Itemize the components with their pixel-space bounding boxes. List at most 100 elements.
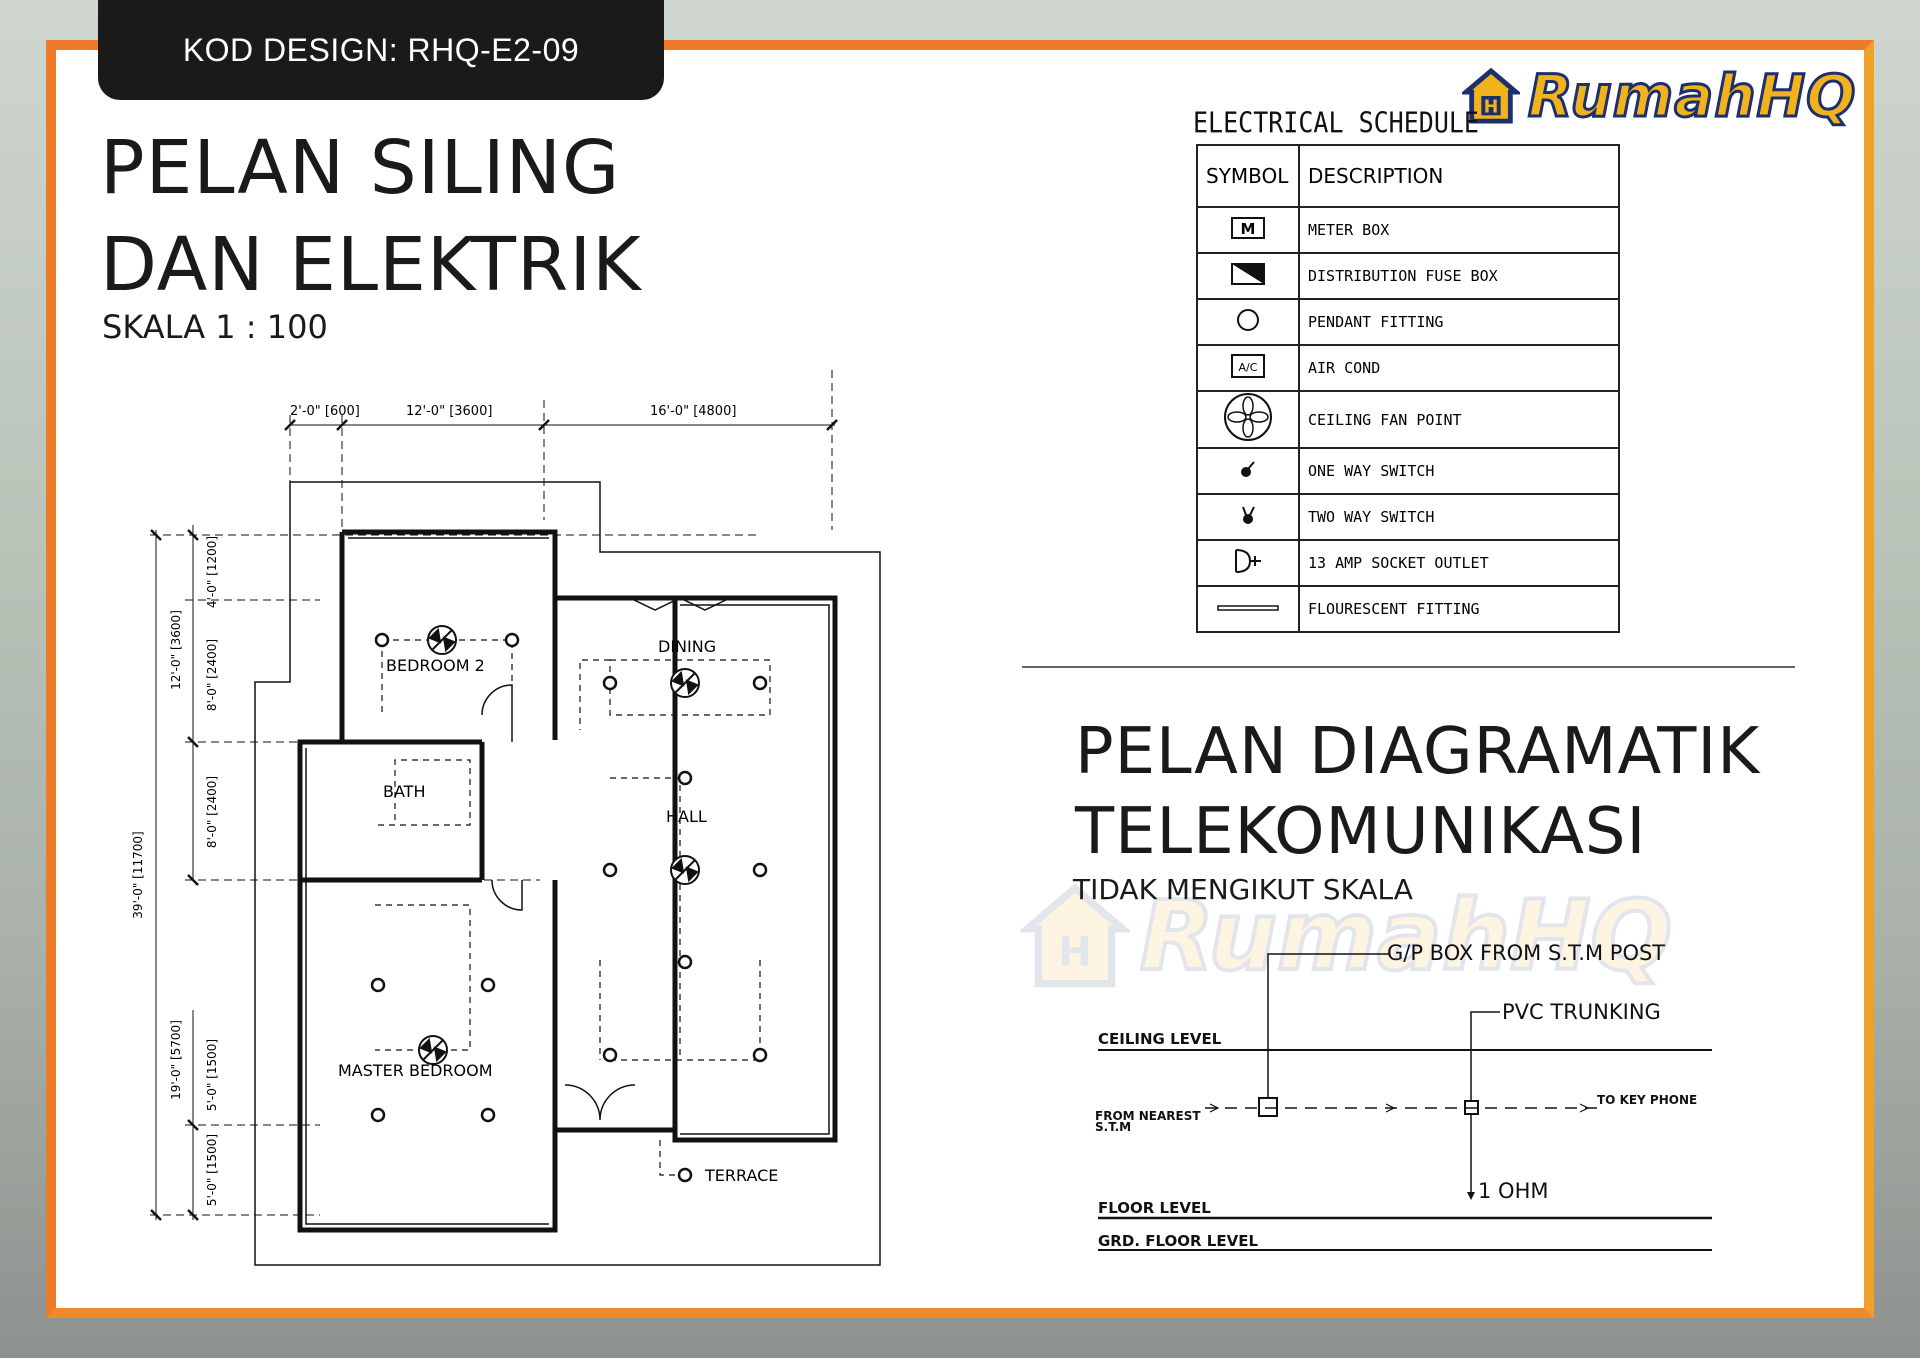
schedule-header-row: SYMBOL DESCRIPTION (1196, 144, 1620, 208)
house-logo-icon: H (1462, 67, 1520, 124)
two-way-switch-icon (1242, 506, 1255, 524)
direction-arrows (1209, 1103, 1590, 1113)
walls (297, 529, 838, 1233)
house-logo-icon: H (1020, 883, 1130, 988)
distribution-fuse-box-icon (1231, 262, 1265, 285)
pendant-fitting (480, 1107, 496, 1123)
pvc-label: PVC TRUNKING (1502, 1000, 1661, 1024)
tele-subtitle: TIDAK MENGIKUT SKALA (1073, 873, 1413, 906)
schedule-desc: DISTRIBUTION FUSE BOX (1298, 252, 1620, 300)
earth-arrow-icon (1467, 1192, 1475, 1200)
dim-left-2: 12'-0" [3600] (169, 610, 183, 690)
dim-left-7: 5'-0" [1500] (205, 1039, 219, 1111)
pendant-fitting (602, 1047, 618, 1063)
logo-watermark-text: RumahHQ (1138, 878, 1674, 994)
meter-box-icon: M (1231, 216, 1265, 239)
fluorescent-fitting-icon (1217, 605, 1279, 611)
room-master-bedroom: MASTER BEDROOM (338, 1061, 493, 1080)
tele-title-line2: TELEKOMUNIKASI (1075, 795, 1647, 869)
pendant-fitting (677, 770, 693, 786)
pendant-fitting (677, 954, 693, 970)
schedule-desc: METER BOX (1298, 206, 1620, 254)
to-key-phone-label: TO KEY PHONE (1597, 1093, 1697, 1107)
dim-left-1: 4'-0" [1200] (205, 536, 219, 608)
pendant-fitting (504, 632, 520, 648)
gp-box-label: G/P BOX FROM S.T.M POST (1387, 941, 1665, 965)
schedule-row: M METER BOX (1196, 206, 1620, 254)
pendant-fitting (370, 977, 386, 993)
schedule-row: TWO WAY SWITCH (1196, 493, 1620, 541)
one-way-switch-icon (1241, 460, 1255, 477)
room-bath: BATH (383, 782, 425, 801)
schedule-row: DISTRIBUTION FUSE BOX (1196, 252, 1620, 300)
plan-title-line1: PELAN SILING (100, 125, 621, 211)
from-nearest-stm-label: S.T.M (1095, 1120, 1131, 1134)
ac-letter: A/C (1239, 361, 1258, 374)
wall-inner-lines (305, 537, 830, 1225)
ceiling-fan (670, 855, 700, 885)
air-cond-icon: A/C (1231, 353, 1265, 378)
meter-letter: M (1241, 220, 1256, 238)
schedule-desc: ONE WAY SWITCH (1298, 447, 1620, 495)
gp-box-leader (1267, 953, 1390, 1098)
socket-outlet-icon (1235, 548, 1261, 573)
schedule-row: PENDANT FITTING (1196, 298, 1620, 346)
pendant-fitting (602, 862, 618, 878)
floor-level-label: FLOOR LEVEL (1098, 1199, 1211, 1217)
dim-left-5: 39'-0" [11700] (131, 831, 145, 918)
dim-top-2: 12'-0" [3600] (406, 404, 492, 419)
description-header: DESCRIPTION (1298, 144, 1620, 208)
top-dimension-lines (284, 370, 838, 660)
ceiling-electrical-plan: 2'-0" [600] 12'-0" [3600] 16'-0" [4800] … (131, 370, 881, 1266)
schedule-title: ELECTRICAL SCHEDULE (1193, 105, 1479, 140)
schedule-row: ONE WAY SWITCH (1196, 447, 1620, 495)
kod-design-label: KOD DESIGN: RHQ-E2-09 (182, 31, 580, 68)
ceiling-fan-icon (1224, 393, 1272, 441)
plan-title-line2: DAN ELEKTRIK (100, 222, 642, 308)
schedule-row: FLOURESCENT FITTING (1196, 585, 1620, 633)
telecom-diagram: G/P BOX FROM S.T.M POST PVC TRUNKING CEI… (1095, 941, 1712, 1251)
schedule-desc: PENDANT FITTING (1298, 298, 1620, 346)
dim-left-6: 19'-0" [5700] (169, 1020, 183, 1100)
room-bedroom2: BEDROOM 2 (386, 656, 485, 675)
logo-watermark: H RumahHQ (1020, 878, 1674, 994)
tele-title-line1: PELAN DIAGRAMATIK (1075, 715, 1761, 789)
pendant-fitting (602, 675, 618, 691)
ceiling-fan (418, 1035, 448, 1065)
ceiling-fan (427, 625, 457, 655)
rumahhq-logo: H RumahHQ (1462, 61, 1857, 132)
pendant-fitting (374, 632, 390, 648)
room-hall: HALL (666, 807, 707, 826)
dim-left-3: 8'-0" [2400] (205, 639, 219, 711)
dim-top-3: 16'-0" [4800] (650, 404, 736, 419)
gp-box-icon (1258, 1097, 1278, 1117)
from-nearest-label: FROM NEAREST (1095, 1109, 1201, 1123)
pendant-fitting (752, 1047, 768, 1063)
room-terrace: TERRACE (704, 1166, 778, 1185)
svg-text:H: H (1484, 97, 1499, 117)
pendant-fitting (752, 675, 768, 691)
plan-scale: SKALA 1 : 100 (102, 308, 328, 346)
ceiling-level-label: CEILING LEVEL (1098, 1030, 1222, 1048)
schedule-row: 13 AMP SOCKET OUTLET (1196, 539, 1620, 587)
one-ohm-label: 1 OHM (1478, 1179, 1548, 1203)
dim-left-4: 8'-0" [2400] (205, 776, 219, 848)
doors (481, 597, 731, 1121)
schedule-desc: AIR COND (1298, 344, 1620, 392)
schedule-row: CEILING FAN POINT (1196, 390, 1620, 449)
section-divider (1022, 666, 1795, 668)
pvc-leader (1470, 1011, 1500, 1101)
dim-top-1: 2'-0" [600] (290, 404, 360, 419)
ceiling-fan (670, 668, 700, 698)
roof-outline (254, 481, 881, 1266)
schedule-desc: 13 AMP SOCKET OUTLET (1298, 539, 1620, 587)
logo-text: RumahHQ (1527, 61, 1857, 132)
schedule-desc: FLOURESCENT FITTING (1298, 585, 1620, 633)
kod-design-tab: KOD DESIGN: RHQ-E2-09 (98, 0, 664, 100)
svg-text:H: H (1058, 928, 1092, 975)
pendant-fitting (752, 862, 768, 878)
pendant-fitting (677, 1167, 693, 1183)
electrical-schedule-table: SYMBOL DESCRIPTION M METER BOX DISTRIBUT… (1196, 144, 1620, 633)
pendant-fitting-icon (1237, 308, 1259, 331)
pendant-fitting (480, 977, 496, 993)
